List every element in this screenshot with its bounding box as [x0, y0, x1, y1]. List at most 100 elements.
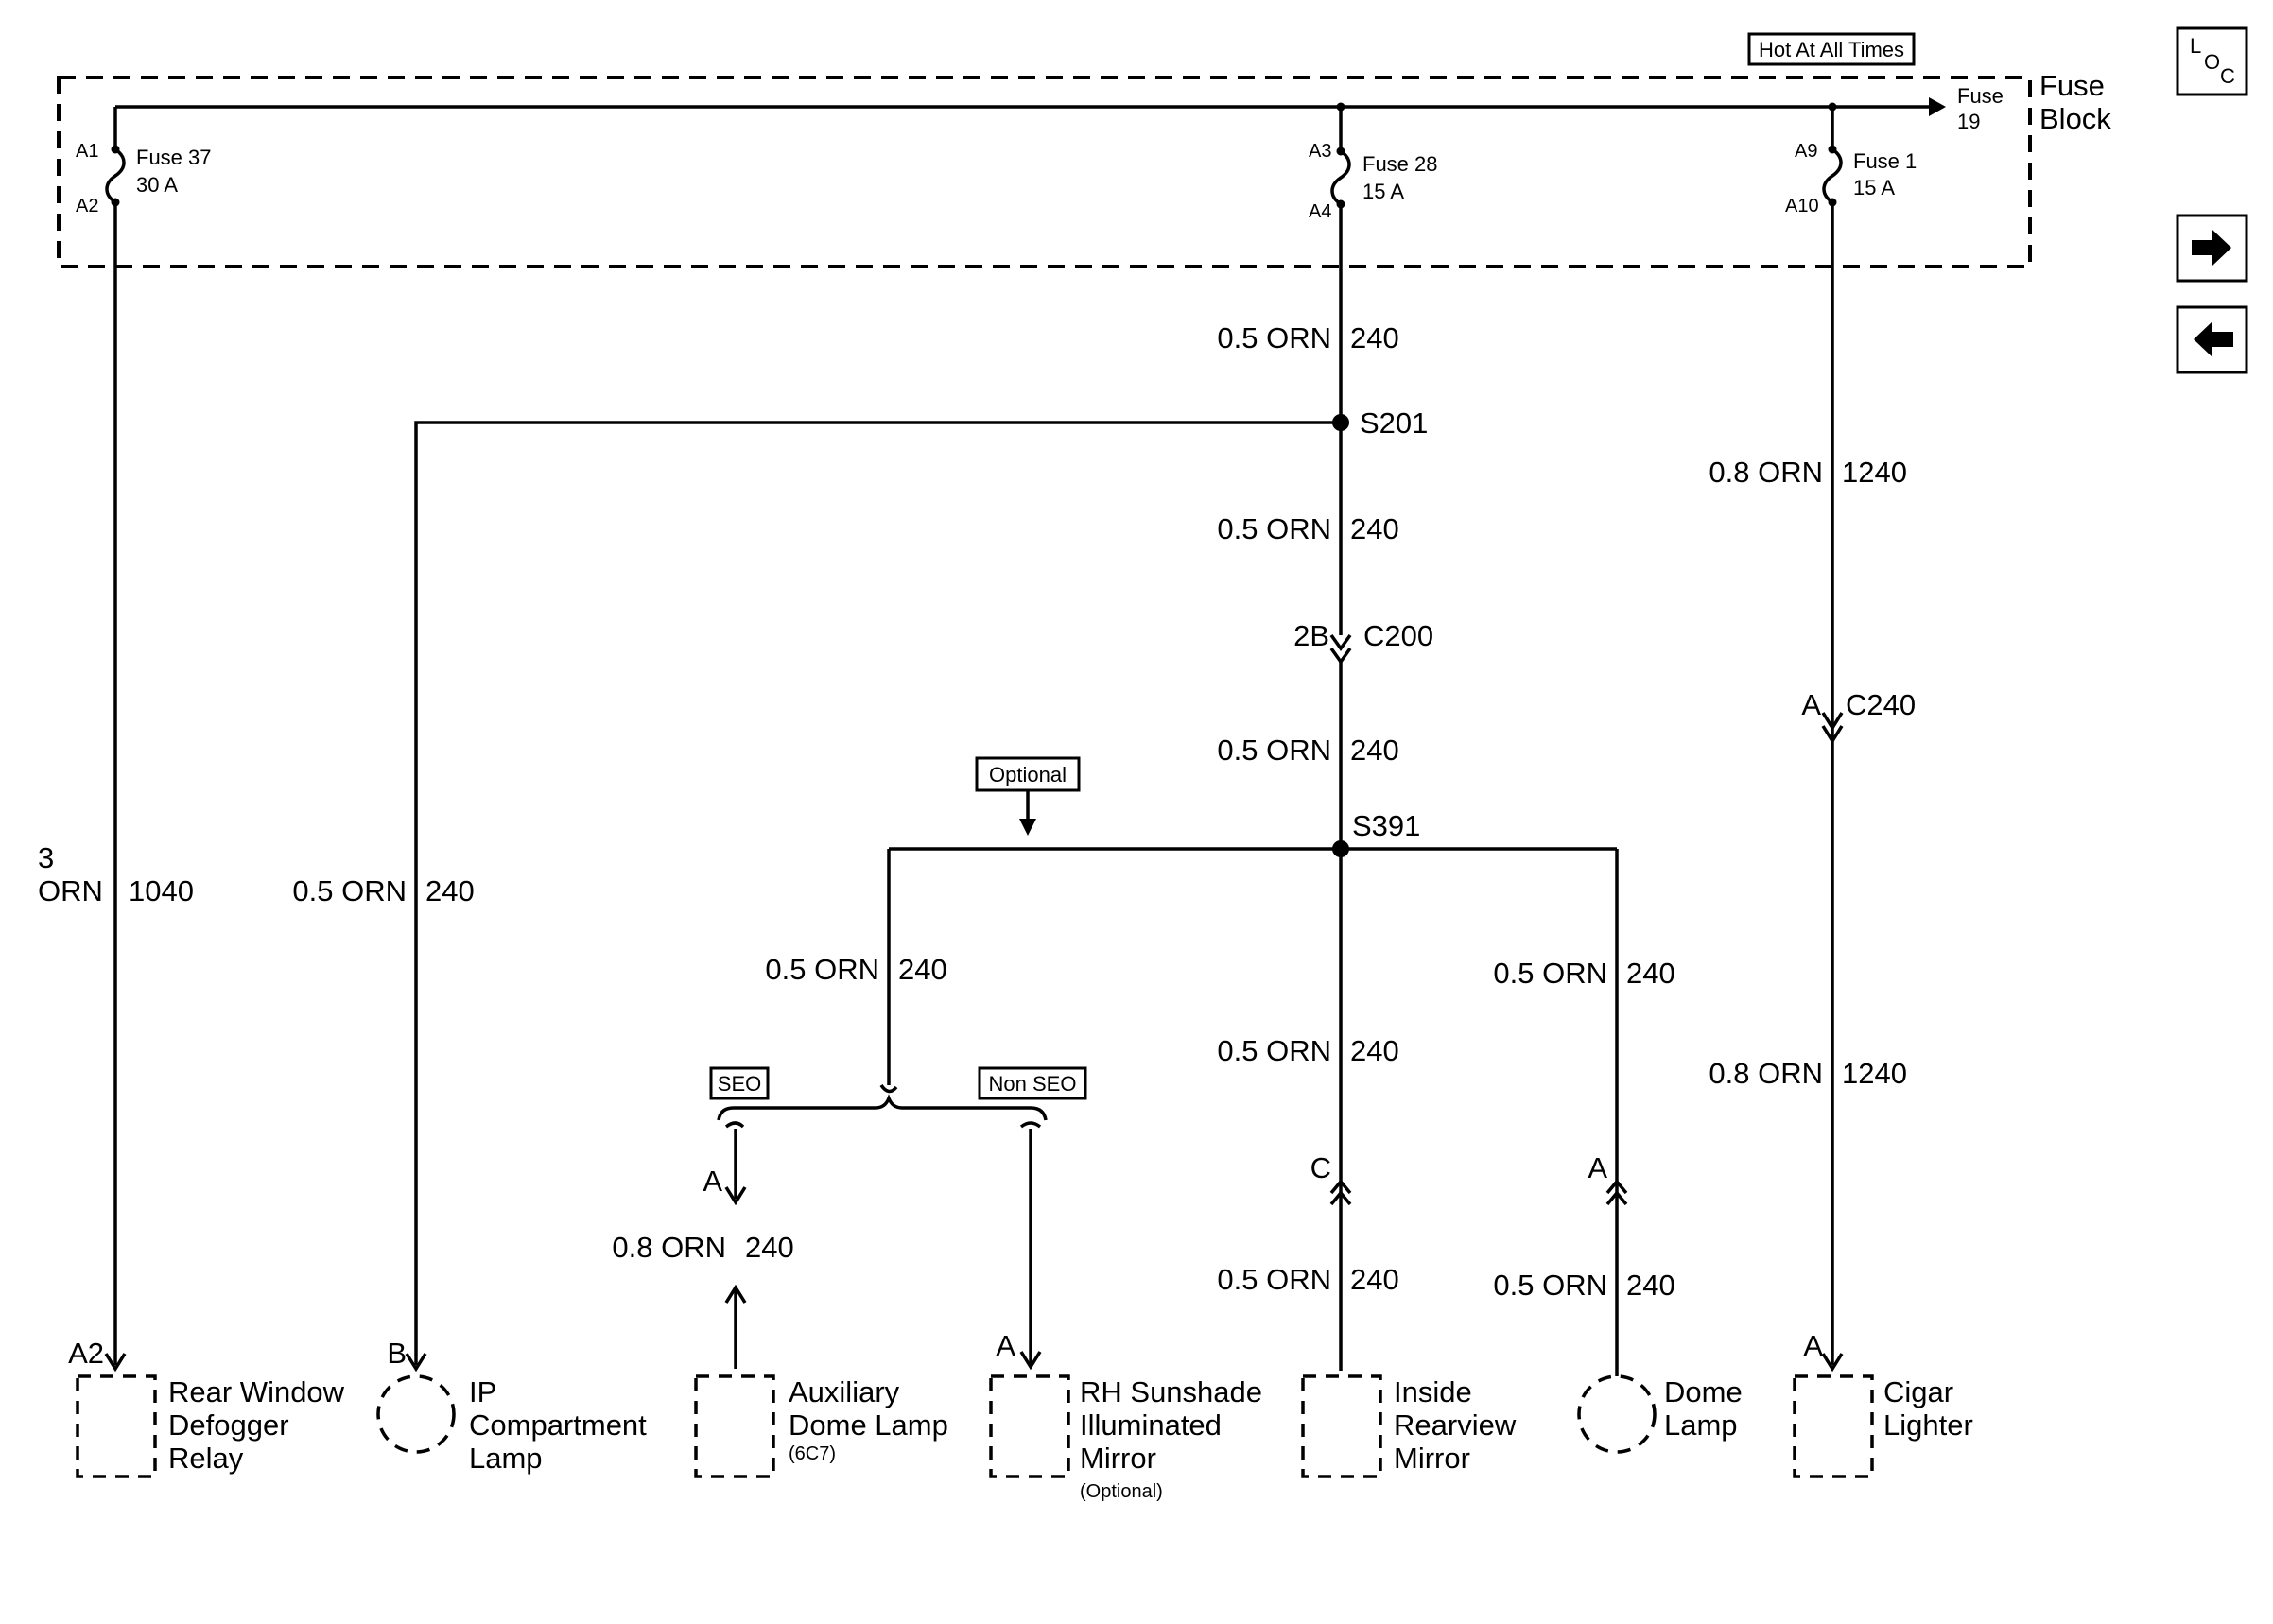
splice-s201-label: S201	[1360, 406, 1428, 440]
fuse-37: A1 A2 Fuse 37 30 A	[76, 107, 212, 1365]
wire-center-lower-circuit: 240	[1350, 1263, 1399, 1296]
component-rh-sunshade-mirror: A RH Sunshade Illuminated Mirror (Option…	[989, 1329, 1262, 1502]
fuse-37-rating: 30 A	[136, 173, 178, 197]
hot-at-all-times-badge: Hot At All Times	[1747, 32, 1916, 66]
fuse-block: Fuse Block	[57, 69, 2111, 268]
wire-ip-circuit: 240	[425, 874, 475, 907]
connector-center-pin: C	[1310, 1151, 1331, 1184]
loc-letter-o: O	[2204, 50, 2220, 74]
fuse-28-top-pin: A3	[1309, 141, 1331, 162]
fuse-28-name: Fuse 28	[1362, 152, 1438, 176]
optional-arrow-icon	[1019, 819, 1036, 836]
component-rh-sunshade-note: (Optional)	[1080, 1481, 1163, 1502]
arrow-left-icon	[2194, 321, 2233, 357]
wire-ip-label: 0.5 ORN	[292, 874, 407, 907]
loc-letter-c: C	[2220, 64, 2235, 88]
wire-left-branch-label: 0.5 ORN	[765, 953, 879, 986]
component-cigar-lighter: A Cigar Lighter	[1793, 1329, 1973, 1478]
hot-at-all-times-text: Hot At All Times	[1759, 38, 1904, 61]
wire-1040-circuit: 1040	[129, 874, 194, 907]
component-rear-window-line3: Relay	[168, 1442, 244, 1475]
component-aux-note: (6C7)	[789, 1443, 836, 1464]
component-aux-line1: Auxiliary	[789, 1375, 900, 1408]
component-ip-line1: IP	[469, 1375, 496, 1408]
component-cigar-line2: Lighter	[1883, 1408, 1973, 1442]
fuse-block-label-line1: Fuse	[2039, 69, 2105, 102]
splice-s391-label: S391	[1352, 809, 1420, 842]
fuse19-feed-arrow	[1929, 97, 1946, 116]
component-auxiliary-dome-lamp: Auxiliary Dome Lamp (6C7)	[694, 1374, 948, 1478]
component-ip-pin: B	[387, 1337, 407, 1370]
wire-aux-circuit: 240	[745, 1231, 794, 1264]
component-rh-sunshade-pin: A	[996, 1329, 1015, 1362]
component-cigar-pin: A	[1803, 1329, 1823, 1362]
non-seo-text: Non SEO	[989, 1072, 1077, 1096]
optional-badge: Optional	[975, 756, 1081, 792]
fuse-37-bottom-pin: A2	[76, 196, 98, 216]
previous-page-button[interactable]	[2176, 305, 2248, 374]
component-inside-rearview-mirror: Inside Rearview Mirror	[1301, 1374, 1517, 1478]
component-rear-window-defogger-relay: A2 Rear Window Defogger Relay	[68, 1337, 345, 1478]
component-aux-line2: Dome Lamp	[789, 1408, 948, 1442]
wire-cigar-lower-label: 0.8 ORN	[1709, 1057, 1823, 1090]
wire-240-top-label: 0.5 ORN	[1217, 321, 1331, 354]
connector-c200-pin: 2B	[1293, 619, 1329, 652]
component-rh-sunshade-line1: RH Sunshade	[1080, 1375, 1262, 1408]
wire-dome-upper-label: 0.5 ORN	[1493, 957, 1607, 990]
component-dome-lamp: Dome Lamp	[1577, 1374, 1743, 1454]
fuse-1-top-pin: A9	[1795, 141, 1817, 162]
wire-1040-color: ORN	[38, 874, 103, 907]
seo-badge: SEO	[709, 1066, 770, 1100]
fuse-37-name: Fuse 37	[136, 146, 212, 169]
wire-240-top-circuit: 240	[1350, 321, 1399, 354]
wire-aux-label: 0.8 ORN	[612, 1231, 726, 1264]
next-page-button[interactable]	[2176, 214, 2248, 283]
component-ip-line2: Compartment	[469, 1408, 647, 1442]
fuse-28: A3 A4 Fuse 28 15 A	[1309, 107, 1438, 222]
component-cigar-line1: Cigar	[1883, 1375, 1953, 1408]
connector-aux-pin: A	[703, 1165, 722, 1198]
arrow-right-icon	[2192, 230, 2231, 266]
wire-240-below-c200-circuit: 240	[1350, 734, 1399, 767]
wire-1040-size: 3	[38, 841, 54, 874]
loc-letter-l: L	[2190, 34, 2201, 58]
component-inside-mirror-line1: Inside	[1394, 1375, 1472, 1408]
wire-240-below-c200-label: 0.5 ORN	[1217, 734, 1331, 767]
component-dome-line2: Lamp	[1664, 1408, 1738, 1442]
wire-dome-upper-circuit: 240	[1626, 957, 1675, 990]
fuse-1-bottom-pin: A10	[1785, 196, 1819, 216]
component-rear-window-pin: A2	[68, 1337, 104, 1370]
fuse-1: A9 A10 Fuse 1 15 A	[1785, 107, 1917, 216]
wire-240-mid-label: 0.5 ORN	[1217, 512, 1331, 545]
connector-c240-pin: A	[1801, 688, 1821, 721]
fuse-1-rating: 15 A	[1853, 176, 1895, 199]
component-rear-window-line2: Defogger	[168, 1408, 289, 1442]
fuse-28-rating: 15 A	[1362, 180, 1404, 203]
loc-button[interactable]: L O C	[2176, 26, 2248, 96]
fuse-block-label-line2: Block	[2039, 102, 2111, 135]
fuse-1-name: Fuse 1	[1853, 149, 1917, 173]
component-ip-compartment-lamp: B IP Compartment Lamp	[376, 1337, 647, 1475]
fuse-28-bottom-pin: A4	[1309, 201, 1331, 222]
fuse-37-top-pin: A1	[76, 141, 98, 162]
wire-dome-lower-label: 0.5 ORN	[1493, 1269, 1607, 1302]
connector-c240-name: C240	[1846, 688, 1916, 721]
component-inside-mirror-line2: Rearview	[1394, 1408, 1517, 1442]
fuse19-label-line1: Fuse	[1957, 84, 2004, 108]
wire-cigar-upper-circuit: 1240	[1842, 456, 1907, 489]
non-seo-badge: Non SEO	[978, 1066, 1087, 1100]
component-ip-line3: Lamp	[469, 1442, 543, 1475]
component-rear-window-line1: Rear Window	[168, 1375, 345, 1408]
wire-cigar-upper-label: 0.8 ORN	[1709, 456, 1823, 489]
connector-dome-pin: A	[1588, 1151, 1607, 1184]
optional-text: Optional	[989, 763, 1067, 786]
seo-text: SEO	[718, 1072, 761, 1096]
wire-240-mid-circuit: 240	[1350, 512, 1399, 545]
component-dome-line1: Dome	[1664, 1375, 1743, 1408]
wire-center-upper-circuit: 240	[1350, 1034, 1399, 1067]
wire-center-lower-label: 0.5 ORN	[1217, 1263, 1331, 1296]
connector-c200: 2B C200	[1293, 619, 1433, 665]
wire-left-branch-circuit: 240	[898, 953, 947, 986]
wire-cigar-lower-circuit: 1240	[1842, 1057, 1907, 1090]
